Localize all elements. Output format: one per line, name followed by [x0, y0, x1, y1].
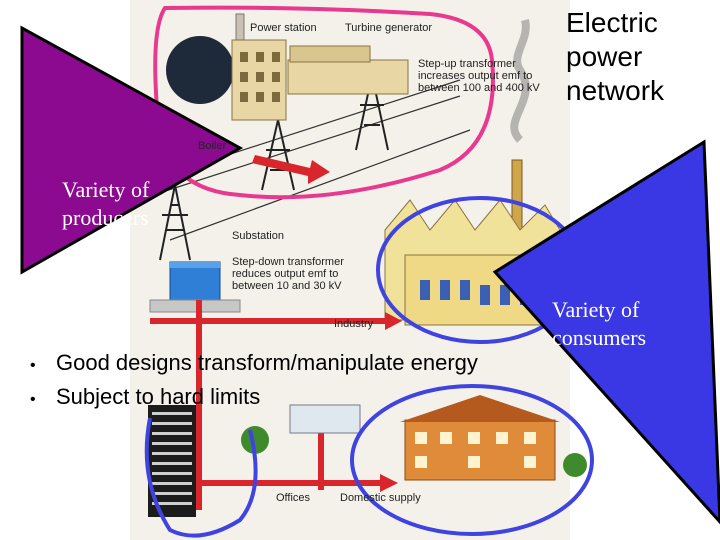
producers-triangle	[20, 25, 244, 275]
consumers-triangle	[492, 139, 720, 525]
bullet-item: • Good designs transform/manipulate ener…	[30, 350, 670, 384]
label-industry: Industry	[334, 318, 374, 330]
slide-title: Electric power network	[566, 6, 716, 108]
bullet-text: Good designs transform/manipulate energy	[56, 350, 478, 375]
domestic-houses	[241, 395, 587, 481]
label-step-down-transformer: Step-down transformer reduces output emf…	[232, 256, 344, 292]
producers-label: Variety of producers	[62, 176, 149, 232]
bullet-dot-icon: •	[30, 357, 36, 374]
title-line-3: network	[566, 75, 665, 106]
bullet-text: Subject to hard limits	[56, 384, 261, 409]
substation-transformer	[149, 261, 241, 313]
offices-outline	[144, 417, 258, 538]
consumers-label-line-2: consumers	[552, 325, 647, 350]
label-turbine-generator: Turbine generator	[345, 22, 433, 34]
bullet-item: • Subject to hard limits	[30, 384, 670, 418]
label-substation: Substation	[232, 230, 284, 242]
title-line-1: Electric	[566, 7, 658, 38]
bullet-list: • Good designs transform/manipulate ener…	[30, 350, 670, 418]
producers-label-line-2: producers	[62, 205, 149, 230]
domestic-outline	[350, 384, 594, 536]
smoke	[510, 19, 530, 143]
label-offices: Offices	[276, 492, 311, 504]
consumers-label-line-1: Variety of	[552, 297, 640, 322]
label-power-station: Power station	[250, 22, 317, 34]
label-step-up-transformer: Step-up transformer increases output emf…	[418, 58, 540, 94]
local-substation	[289, 404, 361, 434]
title-line-2: power	[566, 41, 643, 72]
label-domestic-supply: Domestic supply	[340, 492, 421, 504]
label-boiler: Boiler	[198, 140, 227, 152]
bullet-dot-icon: •	[30, 391, 36, 408]
power-station-building	[166, 13, 409, 121]
consumers-label: Variety of consumers	[552, 296, 646, 352]
producers-label-line-1: Variety of	[62, 177, 150, 202]
